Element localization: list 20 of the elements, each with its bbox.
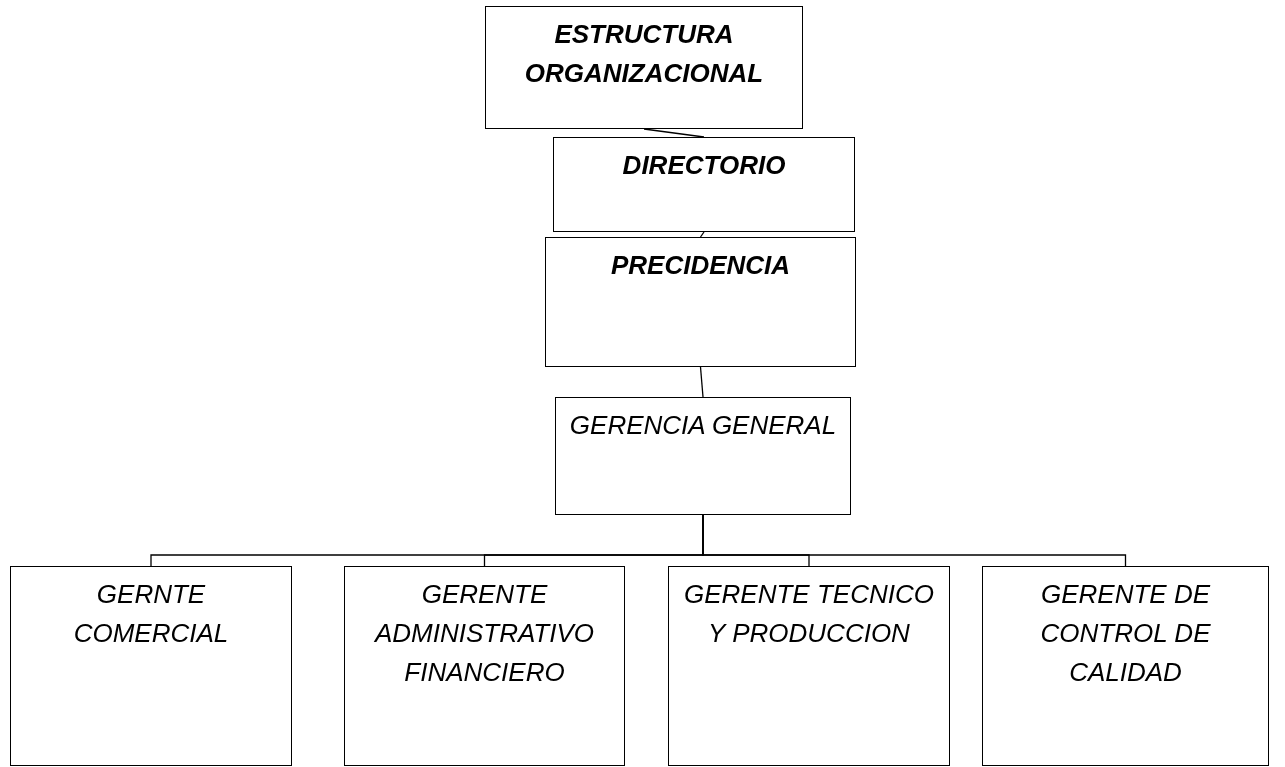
box-label: GERENTE ADMINISTRATIVO FINANCIERO: [373, 578, 596, 689]
org-box: [344, 566, 625, 766]
connector-line: [702, 514, 1127, 567]
box-label: GERENCIA GENERAL: [569, 409, 837, 442]
org-box: [668, 566, 950, 766]
connector-line: [643, 128, 705, 138]
box-label: DIRECTORIO: [622, 149, 786, 182]
org-box: [10, 566, 292, 766]
box-label: GERNTE COMERCIAL: [72, 578, 230, 650]
box-label: GERENTE TECNICO Y PRODUCCION: [683, 578, 935, 650]
box-label: PRECIDENCIA: [610, 249, 791, 282]
connector-line: [699, 231, 705, 238]
org-box: [555, 397, 851, 515]
org-box: [553, 137, 855, 232]
org-box: [545, 237, 856, 367]
box-label: GERENTE DE CONTROL DE CALIDAD: [1039, 578, 1212, 689]
org-box: [982, 566, 1269, 766]
org-box: [485, 6, 803, 129]
box-label: ESTRUCTURA ORGANIZACIONAL: [523, 18, 765, 90]
connector-line: [699, 366, 704, 398]
